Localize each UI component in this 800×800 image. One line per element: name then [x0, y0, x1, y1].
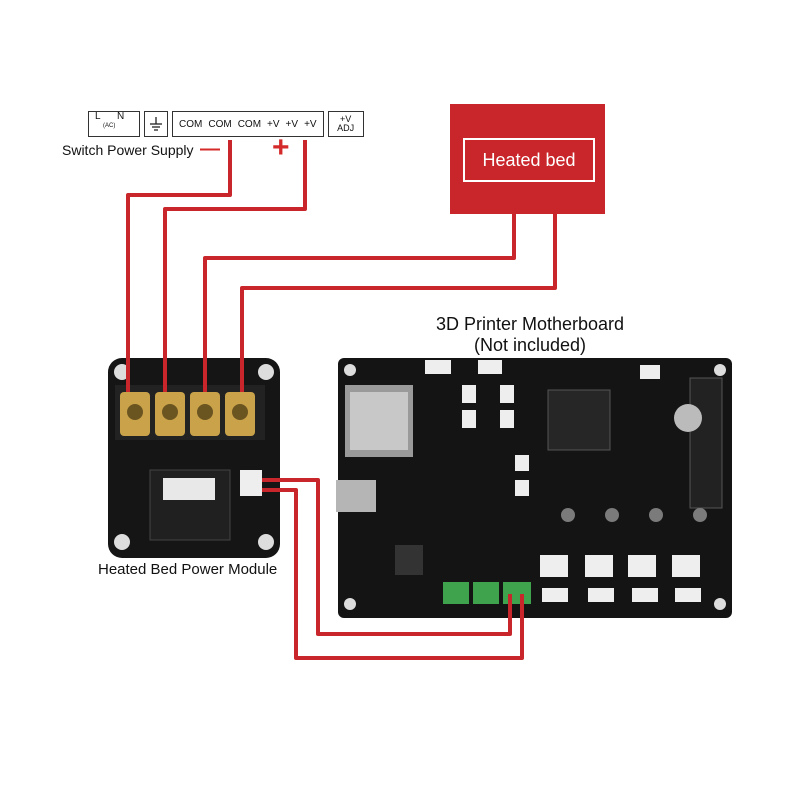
terminal-com-3: COM: [237, 118, 262, 130]
negative-sign: —: [200, 138, 220, 160]
terminal-v-3: +V: [304, 118, 317, 130]
wire-negative: [126, 140, 232, 392]
motherboard-title-line1: 3D Printer Motherboard: [435, 314, 625, 334]
wire-bed-1: [203, 214, 516, 392]
output-terminals: COM COM COM +V +V +V: [172, 111, 324, 137]
adj-bottom-label: ADJ: [337, 123, 355, 133]
motherboard-board: [336, 358, 732, 618]
terminal-com-1: COM: [179, 118, 203, 130]
red-wires: [126, 140, 557, 660]
terminal-ac: (AC): [103, 123, 116, 129]
wire-positive: [163, 140, 307, 392]
heated-bed-block: [450, 104, 605, 214]
adj-terminal: +V ADJ: [327, 111, 364, 137]
positive-sign: +: [272, 131, 290, 164]
terminal-n: N: [117, 111, 125, 122]
power-supply-label: Switch Power Supply: [62, 142, 194, 158]
ground-icon: [150, 117, 162, 131]
power-module-board: [108, 358, 280, 558]
power-module-label: Heated Bed Power Module: [98, 561, 278, 578]
wire-bed-2: [240, 214, 557, 392]
motherboard-title: 3D Printer Motherboard (Not included): [390, 314, 670, 356]
ac-input-terminal: L N (AC): [88, 111, 140, 137]
adj-top-label: +V: [339, 114, 352, 124]
terminal-com-2: COM: [208, 118, 232, 130]
heated-bed-label: Heated bed: [463, 138, 595, 182]
terminal-v-2: +V: [285, 118, 299, 130]
motherboard-title-line2: (Not included): [473, 335, 587, 355]
wire-signal-2: [262, 488, 524, 660]
terminal-v-1: +V: [267, 118, 280, 130]
power-supply-terminals: L N (AC) COM COM COM +V +V +V +V ADJ: [88, 111, 364, 137]
wire-signal-1: [262, 478, 512, 636]
ground-terminal: [144, 111, 168, 137]
terminal-l: L: [95, 111, 101, 122]
